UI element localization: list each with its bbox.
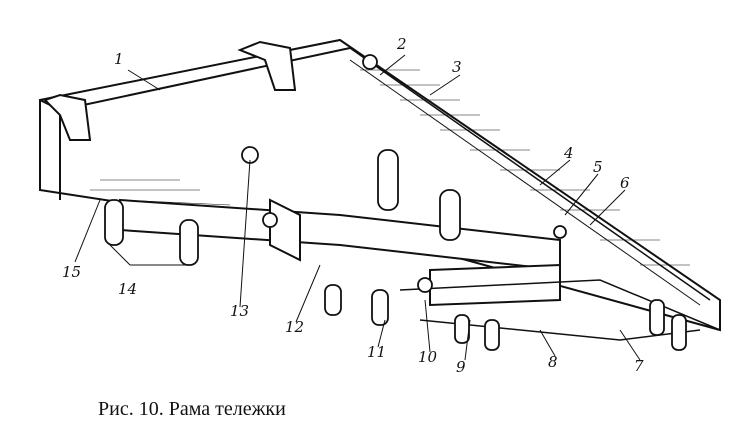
figure-caption: Рис. 10. Рама тележки — [98, 398, 286, 420]
label-6: 6 — [620, 174, 630, 192]
label-2: 2 — [397, 35, 407, 53]
label-11: 11 — [367, 343, 387, 361]
side-beam-3 — [349, 47, 711, 301]
label-9: 9 — [456, 358, 466, 376]
label-7: 7 — [634, 357, 644, 375]
label-13: 13 — [230, 302, 250, 320]
bracket-mid — [237, 40, 297, 91]
label-12: 12 — [285, 318, 305, 336]
label-5: 5 — [593, 158, 603, 176]
label-3: 3 — [452, 58, 462, 76]
bracket-left — [43, 93, 92, 141]
label-15: 15 — [62, 263, 82, 281]
label-1: 1 — [114, 50, 124, 68]
label-10: 10 — [418, 348, 438, 366]
label-8: 8 — [548, 353, 558, 371]
label-14: 14 — [118, 280, 138, 298]
label-4: 4 — [564, 144, 574, 162]
